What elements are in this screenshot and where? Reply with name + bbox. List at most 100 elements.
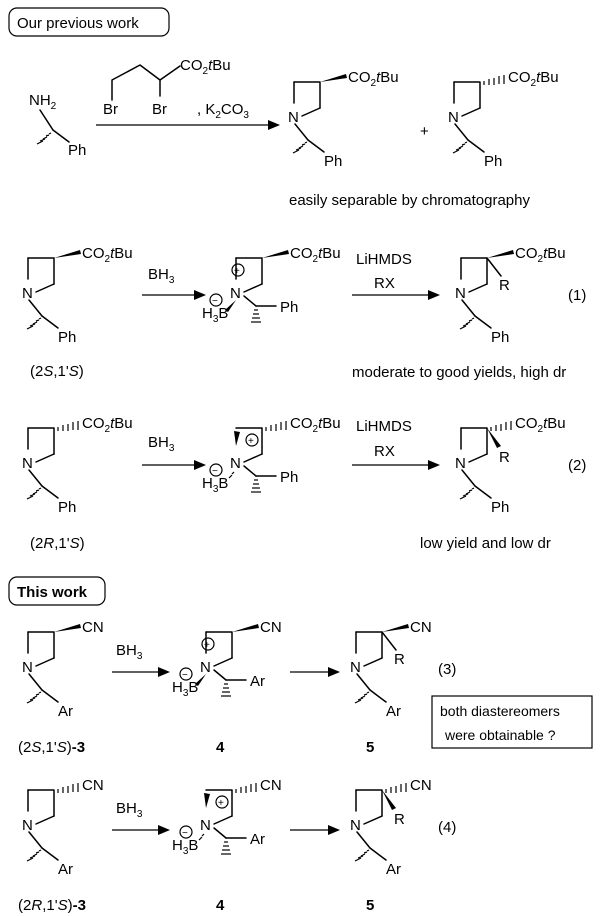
svg-text:CO2tBu: CO2tBu [290,415,341,435]
eq2-stereo-label: (2R,1'S) [30,535,85,552]
svg-text:N: N [22,817,33,834]
eq3-product-label: 5 [366,739,374,756]
this-work-label: This work [17,584,88,601]
eq4-product: CN R N Ar [350,777,432,878]
svg-text:R: R [394,811,405,828]
svg-text:N: N [230,285,241,302]
eq1-rx: RX [374,275,395,292]
svg-text:Ar: Ar [386,703,401,720]
eq3-substrate: CN N Ar [22,619,104,720]
svg-text:CN: CN [410,619,432,636]
svg-text:−: − [212,296,218,307]
svg-text:N: N [350,659,361,676]
svg-text:Br: Br [103,101,118,118]
svg-text:Ar: Ar [58,703,73,720]
top-product-wedge: CO2tBu N Ph [288,69,399,170]
svg-text:H3B: H3B [172,679,198,699]
svg-text:+: + [204,640,210,651]
eq4-compound-label: (2R,1'S)-3 [18,897,86,914]
top-product-hashed: CO2tBu N Ph [448,69,559,170]
svg-text:CO2tBu: CO2tBu [82,415,133,435]
plus-sign: + [420,123,429,140]
question-line2: were obtainable ? [444,727,556,743]
svg-text:Ar: Ar [250,831,265,848]
svg-text:CO2tBu: CO2tBu [348,69,399,89]
svg-text:Ar: Ar [250,673,265,690]
svg-text:Ph: Ph [280,469,298,486]
svg-text:CN: CN [82,777,104,794]
previous-work-label: Our previous work [17,15,139,32]
question-line1: both diastereomers [440,703,560,719]
svg-text:R: R [499,449,510,466]
eq1-lihmds: LiHMDS [356,251,412,268]
svg-text:Ph: Ph [68,142,86,159]
eq1-substrate: CO2tBu N Ph [22,245,133,346]
svg-text:N: N [22,455,33,472]
svg-text:Ph: Ph [58,329,76,346]
eq2-number: (2) [568,457,586,474]
svg-text:N: N [455,455,466,472]
svg-text:N: N [350,817,361,834]
eq2-rx: RX [374,443,395,460]
eq4-number: (4) [438,819,456,836]
eq1-number: (1) [568,287,586,304]
svg-text:Br: Br [152,101,167,118]
svg-text:−: − [182,828,188,839]
svg-text:CN: CN [410,777,432,794]
svg-text:H3B: H3B [202,305,228,325]
separable-note: easily separable by chromatography [289,192,530,209]
svg-text:N: N [230,455,241,472]
svg-text:Ph: Ph [324,153,342,170]
eq1-stereo-label: (2S,1'S) [30,363,84,380]
svg-text:CO2tBu: CO2tBu [508,69,559,89]
svg-text:Ph: Ph [280,299,298,316]
eq2-product: CO2tBu R N Ph [455,415,566,516]
eq4-substrate: CN N Ar [22,777,104,878]
svg-text:N: N [200,659,211,676]
eq1-borane-complex: CO2tBu + N − H3B Ph [202,245,341,325]
svg-text:CO2tBu: CO2tBu [515,415,566,435]
svg-text:Ar: Ar [386,861,401,878]
eq2-result: low yield and low dr [420,535,551,552]
svg-text:+: + [218,798,224,809]
svg-text:N: N [455,285,466,302]
eq1-product: CO2tBu R N Ph [455,245,566,346]
svg-text:+: + [248,436,254,447]
svg-text:N: N [288,109,299,126]
eq2-lihmds: LiHMDS [356,418,412,435]
svg-text:CO2tBu: CO2tBu [515,245,566,265]
eq2-substrate: CO2tBu N Ph [22,415,133,516]
svg-text:CN: CN [260,777,282,794]
svg-text:R: R [499,277,510,294]
amine-starting-material: NH2 Ph [29,92,86,159]
eq4-product-label: 5 [366,897,374,914]
svg-text:H3B: H3B [202,475,228,495]
previous-work-box [8,7,170,37]
eq3-product: CN R N Ar [350,619,432,720]
eq3-compound-label: (2S,1'S)-3 [18,739,85,756]
eq4-bh3: BH3 [116,800,143,820]
eq1-result: moderate to good yields, high dr [352,364,566,381]
eq3-number: (3) [438,661,456,678]
svg-text:CO2tBu: CO2tBu [180,57,231,77]
eq2-bh3: BH3 [148,434,175,454]
svg-text:NH2: NH2 [29,92,57,112]
svg-text:CN: CN [260,619,282,636]
svg-text:−: − [182,670,188,681]
eq3-borane-complex: CN + N − H3B Ar [172,619,282,699]
eq3-bh3: BH3 [116,642,143,662]
svg-text:Ph: Ph [484,153,502,170]
this-work-box [8,576,106,606]
svg-text:N: N [22,285,33,302]
svg-text:Ar: Ar [58,861,73,878]
eq4-borane-complex: CN + N − H3B Ar [172,777,282,857]
dibromo-ester-reagent: CO2tBu Br Br , K2CO3 [103,57,249,121]
svg-text:Ph: Ph [58,499,76,516]
svg-text:N: N [448,109,459,126]
svg-text:−: − [212,466,218,477]
svg-text:Ph: Ph [491,499,509,516]
eq4-intermediate-label: 4 [216,897,225,914]
svg-text:CO2tBu: CO2tBu [290,245,341,265]
eq3-intermediate-label: 4 [216,739,225,756]
